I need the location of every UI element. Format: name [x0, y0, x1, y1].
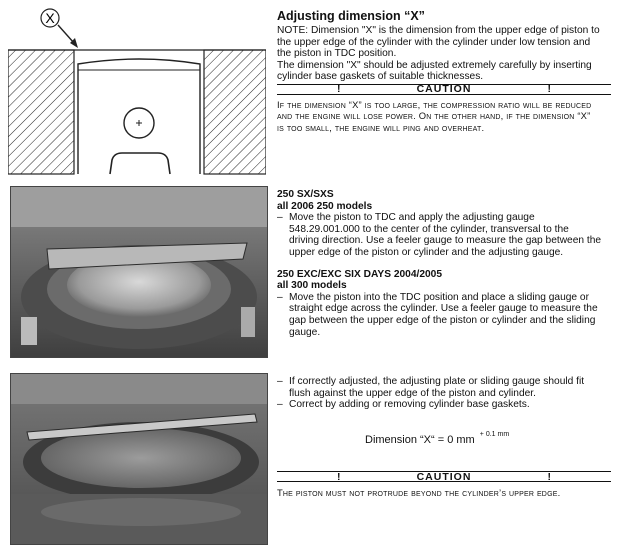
- section-result: If correctly adjusted, the adjusting pla…: [277, 376, 611, 411]
- photo-sliding-gauge: [10, 373, 268, 545]
- dimension-x-label: X: [45, 10, 55, 26]
- result-line: If correctly adjusted, the adjusting pla…: [289, 376, 585, 387]
- note-line: The dimension "X" should be adjusted ext…: [277, 59, 592, 71]
- result-line: flush against the upper edge of the pist…: [289, 387, 536, 399]
- caution-mark-left: !: [337, 83, 341, 96]
- note-text: NOTE: Dimension "X" is the dimension fro…: [277, 25, 611, 83]
- step-line: Move the piston to TDC and apply the adj…: [289, 212, 535, 224]
- caution-bar: ! CAUTION !: [277, 83, 611, 96]
- photo-sliding-gauge-illustration: [11, 374, 267, 544]
- step2-line: Move the piston into the TDC position an…: [289, 291, 589, 303]
- model-subtitle: all 2006 250 models: [277, 200, 373, 212]
- step-list: Move the piston to TDC and apply the adj…: [277, 212, 611, 258]
- step2-line: gauge.: [289, 326, 321, 338]
- section-heading: Adjusting dimension “X”: [277, 9, 425, 23]
- step-item: Move the piston to TDC and apply the adj…: [277, 212, 611, 258]
- step-line: 548.29.001.000 to the center of the cyli…: [289, 223, 569, 235]
- section-adjusting-dimension: Adjusting dimension “X” NOTE: Dimension …: [277, 9, 611, 133]
- step2-line: gap between the upper edge of the piston…: [289, 314, 596, 326]
- caution-bar: ! CAUTION !: [277, 470, 611, 483]
- caution-mark-right: !: [547, 470, 552, 483]
- caution-line: is too small, the engine will ping and o…: [277, 121, 485, 133]
- connecting-rod: [109, 152, 171, 175]
- step2-line: straight edge across the cylinder. Use a…: [289, 303, 598, 315]
- dimension-label: Dimension “X“ = 0 mm: [365, 434, 475, 446]
- model2-title: 250 EXC/EXC SIX DAYS 2004/2005: [277, 268, 442, 280]
- note-line: cylinder base gaskets of suitable thickn…: [277, 71, 484, 83]
- result-item: If correctly adjusted, the adjusting pla…: [277, 376, 611, 399]
- note-line: the piston in TDC position.: [277, 48, 397, 60]
- dimension-tolerance: + 0.1 mm: [479, 431, 510, 438]
- section-measurement-procedure: 250 SX/SXS all 2006 250 models Move the …: [277, 189, 611, 338]
- result-list: If correctly adjusted, the adjusting pla…: [277, 376, 611, 411]
- caution-title: CAUTION: [416, 470, 472, 483]
- caution-line: If the dimension “X” is too large, the c…: [277, 98, 592, 110]
- step-line: driving direction. Use a feeler gauge to…: [289, 235, 602, 247]
- model-title: 250 SX/SXS: [277, 189, 334, 200]
- photo-adjusting-gauge: [10, 186, 268, 358]
- step-line: upper edge of the piston or cylinder and…: [289, 246, 564, 258]
- caution-block-2: ! CAUTION ! The piston must not protrude…: [277, 471, 611, 499]
- caution-mark-left: !: [337, 470, 341, 483]
- cylinder-wall-left: [8, 49, 75, 175]
- result-line: Correct by adding or removing cylinder b…: [289, 399, 530, 411]
- step2-item: Move the piston into the TDC position an…: [277, 292, 611, 338]
- caution-title: CAUTION: [416, 83, 472, 96]
- model2-subtitle: all 300 models: [277, 280, 347, 292]
- photo-adjusting-gauge-illustration: [11, 187, 267, 357]
- note-line: NOTE: Dimension "X" is the dimension fro…: [277, 25, 600, 36]
- dimension-x-marker: [40, 8, 60, 28]
- caution-text: If the dimension “X” is too large, the c…: [277, 99, 611, 134]
- step2-list: Move the piston into the TDC position an…: [277, 292, 611, 338]
- arrow-head: [70, 38, 78, 48]
- caution-mark-right: !: [547, 83, 552, 96]
- dimension-spec: Dimension “X“ = 0 mm + 0.1 mm: [365, 431, 510, 446]
- piston-cylinder-diagram: X: [8, 8, 266, 175]
- cylinder-wall-right: [203, 49, 266, 175]
- caution-text: The piston must not protrude beyond the …: [277, 487, 561, 498]
- note-line: the upper edge of the cylinder with the …: [277, 36, 591, 48]
- caution-line: and the engine will lose power. On the o…: [277, 110, 591, 122]
- result-item: Correct by adding or removing cylinder b…: [277, 399, 611, 411]
